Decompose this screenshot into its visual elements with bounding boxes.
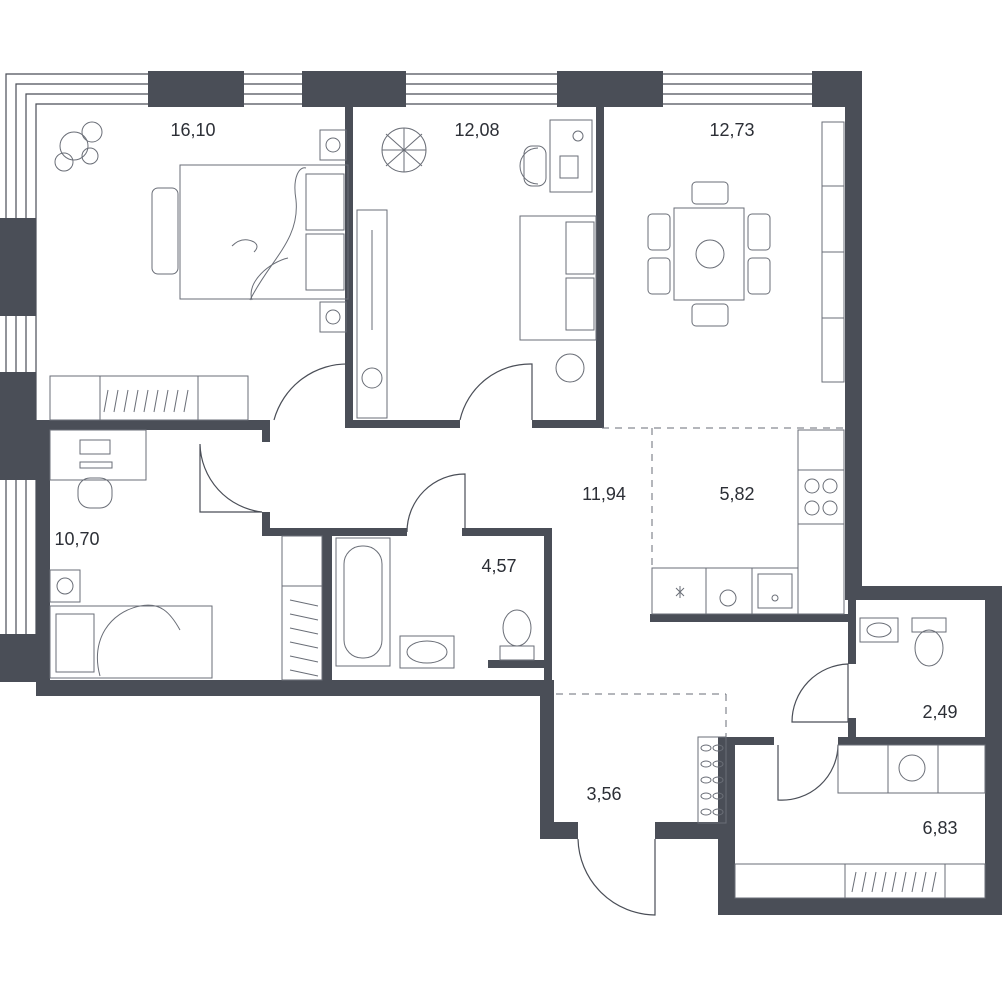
zone-lines [556, 427, 845, 737]
plant-icon [54, 121, 103, 172]
room-area-living-room: 12,73 [709, 120, 754, 140]
bedroom-3-furniture [49, 429, 323, 681]
walls [0, 71, 1002, 915]
bedroom-1-furniture [49, 121, 349, 421]
room-area-bedroom-3: 10,70 [54, 529, 99, 549]
window-outline [5, 73, 812, 634]
area-labels: 16,10 12,08 12,73 10,70 11,94 5,82 4,57 … [54, 120, 957, 838]
room-area-hall: 11,94 [582, 484, 626, 504]
room-area-toilet: 2,49 [922, 702, 957, 722]
utility-furniture [734, 744, 986, 899]
room-area-bedroom-2: 12,08 [454, 120, 499, 140]
room-area-bedroom-1: 16,10 [170, 120, 215, 140]
living-room-furniture [647, 121, 845, 383]
room-area-kitchen: 5,82 [719, 484, 754, 504]
kitchen-furniture [651, 429, 845, 615]
room-area-bathroom: 4,57 [481, 556, 516, 576]
plant-icon [381, 127, 427, 173]
room-area-utility: 6,83 [922, 818, 957, 838]
toilet-furniture [859, 617, 947, 667]
room-area-entrance: 3,56 [586, 784, 621, 804]
bathroom-furniture [335, 537, 535, 669]
bedroom-2-furniture [356, 119, 597, 419]
shoe-rack [697, 736, 727, 824]
doors [199, 363, 849, 916]
